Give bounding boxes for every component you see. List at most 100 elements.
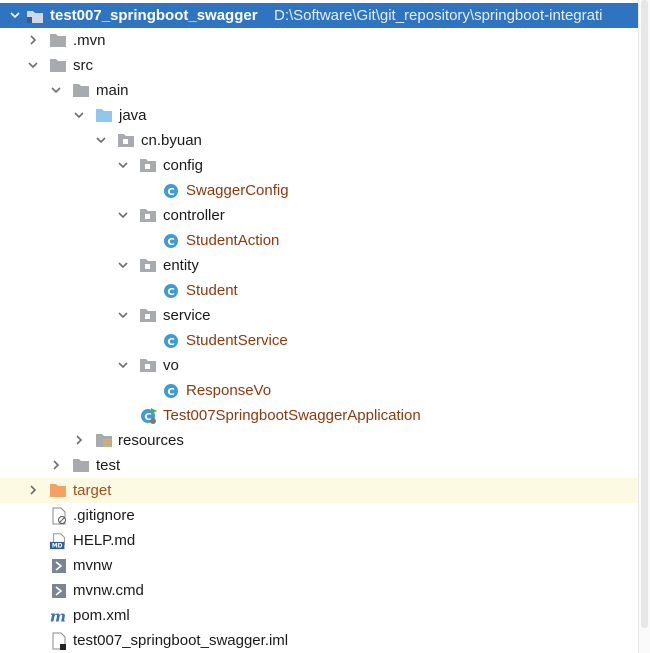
svg-text:m: m (50, 608, 66, 624)
folder-icon (49, 57, 67, 74)
chevron-right-icon[interactable] (49, 458, 63, 472)
tree-item-label: test007_springboot_swagger.iml (73, 632, 289, 649)
svg-text:C: C (167, 237, 174, 248)
folder-icon (72, 82, 90, 99)
tree-item-label: test (96, 457, 121, 474)
tree-item-controller[interactable]: controller (0, 203, 638, 228)
package-icon (139, 307, 157, 324)
chevron-down-icon[interactable] (116, 208, 130, 222)
class-icon: C (162, 232, 180, 249)
shell-script-icon (50, 557, 68, 574)
chevron-down-icon[interactable] (116, 358, 130, 372)
excluded-folder-icon (49, 482, 67, 499)
chevron-down-icon[interactable] (8, 8, 22, 22)
tree-item-vo[interactable]: vo (0, 353, 638, 378)
class-icon: C (162, 182, 180, 199)
tree-item-resources[interactable]: resources (0, 428, 638, 453)
scrollbar-thumb[interactable] (641, 0, 648, 628)
tree-item-config[interactable]: config (0, 153, 638, 178)
tree-item-student-action[interactable]: C StudentAction (0, 228, 638, 253)
chevron-down-icon[interactable] (116, 158, 130, 172)
package-icon (139, 357, 157, 374)
tree-item-test[interactable]: test (0, 453, 638, 478)
tree-item-label: SwaggerConfig (186, 182, 289, 199)
tree-item-student-service[interactable]: C StudentService (0, 328, 638, 353)
chevron-down-icon[interactable] (26, 58, 40, 72)
tree-item-label: cn.byuan (141, 132, 202, 149)
tree-item-mvn[interactable]: .mvn (0, 28, 638, 53)
svg-text:C: C (167, 287, 174, 298)
tree-item-label: ResponseVo (186, 382, 272, 399)
svg-text:C: C (167, 387, 174, 398)
tree-item-application[interactable]: C Test007SpringbootSwaggerApplication (0, 403, 638, 428)
shell-script-icon (50, 582, 68, 599)
tree-item-label: target (73, 482, 112, 499)
folder-icon (72, 457, 90, 474)
tree-item-label: src (73, 57, 93, 74)
tree-item-label: Test007SpringbootSwaggerApplication (163, 407, 421, 424)
tree-item-label: config (163, 157, 204, 174)
tree-item-main[interactable]: main (0, 78, 638, 103)
tree-item-java[interactable]: java (0, 103, 638, 128)
markdown-file-icon: MD (50, 532, 68, 549)
chevron-right-icon[interactable] (26, 33, 40, 47)
tree-item-iml[interactable]: test007_springboot_swagger.iml (0, 628, 638, 653)
tree-item-package[interactable]: cn.byuan (0, 128, 638, 153)
chevron-down-icon[interactable] (116, 258, 130, 272)
tree-item-mvnw[interactable]: mvnw (0, 553, 638, 578)
tree-item-label: main (96, 82, 129, 99)
tree-item-mvnw-cmd[interactable]: mvnw.cmd (0, 578, 638, 603)
ignore-file-icon (50, 507, 68, 524)
package-icon (139, 207, 157, 224)
tree-item-swagger-config[interactable]: C SwaggerConfig (0, 178, 638, 203)
tree-item-label: .gitignore (73, 507, 135, 524)
tree-item-label: HELP.md (73, 532, 136, 549)
chevron-right-icon[interactable] (26, 483, 40, 497)
tree-item-label: StudentService (186, 332, 288, 349)
chevron-down-icon[interactable] (94, 133, 108, 147)
tree-item-label: java (119, 107, 147, 124)
class-icon: C (162, 282, 180, 299)
tree-item-label: mvnw (73, 557, 113, 574)
tree-item-pom[interactable]: m pom.xml (0, 603, 638, 628)
spring-boot-class-icon: C (140, 407, 158, 424)
svg-text:C: C (167, 187, 174, 198)
tree-item-entity[interactable]: entity (0, 253, 638, 278)
chevron-down-icon[interactable] (116, 308, 130, 322)
package-icon (117, 132, 135, 149)
tree-item-label: mvnw.cmd (73, 582, 144, 599)
chevron-down-icon[interactable] (49, 83, 63, 97)
tree-item-help-md[interactable]: MD HELP.md (0, 528, 638, 553)
svg-text:MD: MD (52, 543, 63, 549)
class-icon: C (162, 382, 180, 399)
module-file-icon (50, 632, 68, 650)
tree-item-label: Student (186, 282, 238, 299)
tree-item-student[interactable]: C Student (0, 278, 638, 303)
tree-item-project-root[interactable]: test007_springboot_swagger D:\Software\G… (0, 3, 638, 28)
class-icon: C (162, 332, 180, 349)
project-path: D:\Software\Git\git_repository\springboo… (274, 7, 603, 24)
tree-item-response-vo[interactable]: C ResponseVo (0, 378, 638, 403)
resources-folder-icon (95, 432, 113, 449)
tree-item-label: StudentAction (186, 232, 280, 249)
tree-item-gitignore[interactable]: .gitignore (0, 503, 638, 528)
package-icon (139, 257, 157, 274)
tree-item-service[interactable]: service (0, 303, 638, 328)
tree-item-label: service (163, 307, 211, 324)
source-folder-icon (95, 107, 113, 124)
folder-icon (49, 32, 67, 49)
tree-item-target[interactable]: target (0, 478, 638, 503)
maven-icon: m (49, 607, 67, 624)
project-name: test007_springboot_swagger (50, 7, 258, 24)
chevron-down-icon[interactable] (72, 108, 86, 122)
svg-text:C: C (167, 337, 174, 348)
tree-item-src[interactable]: src (0, 53, 638, 78)
tree-item-label: vo (163, 357, 179, 374)
tree-item-label: entity (163, 257, 199, 274)
tree-item-label: pom.xml (73, 607, 130, 624)
svg-text:C: C (144, 412, 151, 423)
chevron-right-icon[interactable] (72, 433, 86, 447)
tree-item-label: resources (118, 432, 184, 449)
tree-item-label: controller (163, 207, 225, 224)
